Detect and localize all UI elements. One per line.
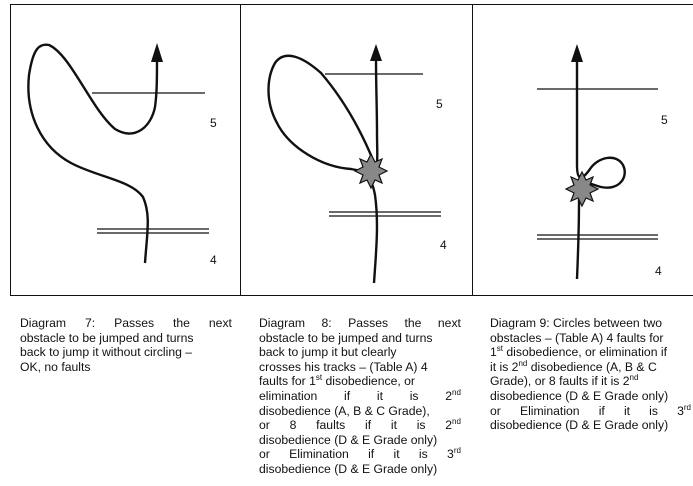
caption-line: it is 2nd disobedience (A, B & C xyxy=(490,358,657,374)
caption-line: crosses his tracks – (Table A) 4 xyxy=(259,359,428,374)
caption-line: disobedience (D & E Grade only) xyxy=(259,432,438,447)
caption-line: Diagram 9: Circles between two xyxy=(490,316,663,330)
diagram-9-panel: 5 4 xyxy=(472,4,693,296)
caption-line: disobedience (D & E Grade only) xyxy=(259,461,438,476)
diagram-9-drawing xyxy=(537,44,658,280)
horse-track-path xyxy=(575,57,626,280)
fence-4-label: 4 xyxy=(655,264,662,278)
fence-4-label: 4 xyxy=(440,238,447,252)
horse-track-path xyxy=(27,43,159,264)
fence-4-label: 4 xyxy=(210,253,217,267)
fence-5-label: 5 xyxy=(436,97,443,111)
caption-line: Grade), or 8 faults if it is 2nd xyxy=(490,373,639,389)
caption-line: back to jump it without circling – xyxy=(20,345,193,360)
diagram-8-panel: 5 4 xyxy=(240,4,473,296)
caption-line: 1st disobedience, or elimination if xyxy=(490,344,667,360)
diagram-7-drawing xyxy=(27,43,209,264)
caption-line: obstacle to be jumped and turns xyxy=(20,330,194,345)
fence-5-label: 5 xyxy=(210,116,217,130)
diagram-8-drawing xyxy=(267,44,441,284)
arrowhead xyxy=(571,44,583,62)
crossing-mark-icon xyxy=(564,170,600,208)
caption-line: disobedience (D & E Grade only) xyxy=(490,388,669,403)
arrowhead xyxy=(151,43,163,62)
caption-line: OK, no faults xyxy=(20,359,91,374)
caption-line: disobedience (A, B & C Grade), xyxy=(259,403,430,418)
arrowhead xyxy=(370,44,382,61)
caption-line: obstacle to be jumped and turns xyxy=(259,330,433,345)
caption-line: disobedience (D & E Grade only) xyxy=(490,418,669,433)
crossing-mark-icon xyxy=(353,152,389,190)
caption-line: obstacles – (Table A) 4 faults for xyxy=(490,330,664,345)
caption-line: faults for 1st disobedience, or xyxy=(259,373,415,389)
diagram-7-panel: 5 4 xyxy=(10,4,242,296)
fence-5-label: 5 xyxy=(661,113,668,127)
caption-line: back to jump it but clearly xyxy=(259,345,397,360)
